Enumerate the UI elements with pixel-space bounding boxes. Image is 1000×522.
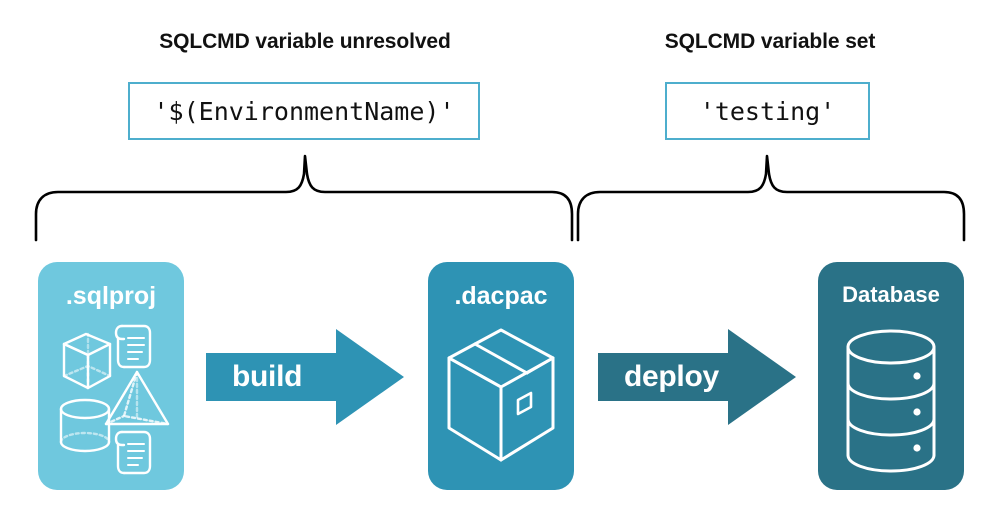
card-dacpac: .dacpac <box>428 262 574 490</box>
arrow-deploy-icon <box>598 329 796 425</box>
package-box-icon <box>447 328 555 462</box>
brace-group <box>34 154 966 242</box>
brace-right-icon <box>576 154 966 242</box>
card-dacpac-label: .dacpac <box>454 282 548 310</box>
database-cylinder-icon <box>846 329 936 473</box>
brace-left-icon <box>34 154 574 242</box>
card-sqlproj: .sqlproj <box>38 262 184 490</box>
value-box-testing: 'testing' <box>665 82 870 140</box>
scroll-icon <box>114 430 152 475</box>
card-database-label: Database <box>842 282 940 307</box>
sqlproj-icon-group <box>38 314 184 490</box>
database-icon-group <box>818 314 964 490</box>
arrow-deploy: deploy <box>598 329 796 425</box>
heading-sqlcmd-variable-unresolved: SQLCMD variable unresolved <box>159 30 451 53</box>
scroll-icon <box>114 324 152 369</box>
value-box-environment-name: '$(EnvironmentName)' <box>128 82 480 140</box>
heading-sqlcmd-variable-set: SQLCMD variable set <box>664 30 876 53</box>
cube-icon <box>62 332 112 390</box>
dacpac-icon-group <box>428 314 574 490</box>
arrow-build-icon <box>206 329 404 425</box>
pyramid-icon <box>104 370 170 426</box>
cylinder-icon <box>59 398 111 453</box>
card-database: Database <box>818 262 964 490</box>
arrow-build: build <box>206 329 404 425</box>
card-sqlproj-label: .sqlproj <box>65 282 157 310</box>
